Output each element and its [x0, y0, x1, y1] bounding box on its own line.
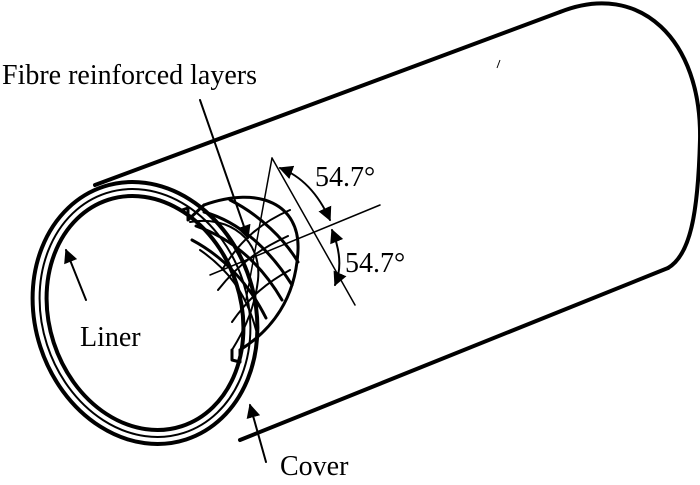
angle-arc-upper — [278, 165, 332, 222]
stray-mark — [496, 59, 501, 69]
fibre-direction-line-2 — [245, 157, 273, 301]
axis-line — [209, 204, 381, 276]
pipe-cover-body — [93, 1, 700, 442]
angle-lower-label: 54.7° — [345, 248, 405, 279]
angle-upper-label: 54.7° — [315, 162, 375, 193]
cover-ring — [30, 180, 260, 446]
leaders — [64, 99, 267, 463]
cover-label: Cover — [280, 451, 349, 482]
angle-arc-lower — [330, 228, 347, 287]
angle-construction — [209, 157, 381, 306]
pipe-near-end — [30, 180, 260, 446]
cutaway-window — [180, 195, 300, 364]
liner-leader — [64, 248, 87, 301]
fibre-layers-label: Fibre reinforced layers — [2, 60, 257, 91]
liner-ring — [44, 194, 246, 432]
cover-leader — [246, 403, 267, 463]
fibre-leader — [199, 99, 251, 240]
liner-label: Liner — [80, 322, 141, 353]
